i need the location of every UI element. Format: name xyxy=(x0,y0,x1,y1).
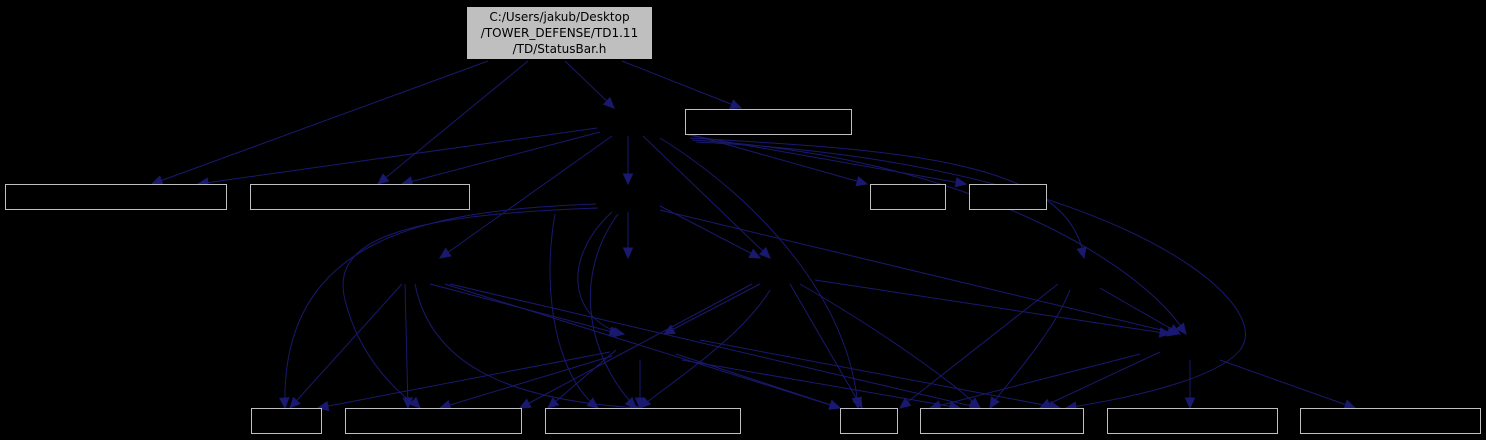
edge-arrowhead-4 xyxy=(729,99,743,110)
edge-arrowhead-24 xyxy=(402,397,414,410)
edge-arrowhead-17 xyxy=(408,396,421,409)
root-label-line-3: /TD/StatusBar.h xyxy=(513,42,607,56)
edge-arrowhead-36 xyxy=(1168,324,1182,335)
edge-arrowhead-45 xyxy=(1343,399,1357,410)
node-box-bottom-4[interactable] xyxy=(840,408,898,434)
edge-24 xyxy=(404,283,409,409)
edge-5 xyxy=(197,127,598,185)
edge-arrowhead-11 xyxy=(758,246,771,259)
edge-38 xyxy=(439,355,613,409)
edge-37 xyxy=(317,351,611,409)
edge-32 xyxy=(639,289,771,409)
node-box-row2-c[interactable] xyxy=(870,184,946,210)
edge-arrowhead-8 xyxy=(855,176,869,187)
edge-21 xyxy=(659,209,1179,335)
edge-arrowhead-30 xyxy=(852,396,863,410)
edge-13 xyxy=(691,139,1187,335)
edge-42 xyxy=(547,349,617,409)
root-label-line-1: C:/Users/jakub/Desktop xyxy=(489,10,629,24)
edge-1 xyxy=(151,60,489,185)
edge-22 xyxy=(659,205,761,259)
edge-41 xyxy=(681,359,961,409)
node-box-bottom-7[interactable] xyxy=(1300,408,1481,434)
edge-arrowhead-49 xyxy=(586,397,599,409)
edge-arrowhead-25 xyxy=(608,326,622,337)
edge-47 xyxy=(444,283,841,409)
root-label-line-2: /TOWER_DEFENSE/TD1.11 xyxy=(481,26,638,40)
edge-20 xyxy=(589,213,637,409)
edge-2 xyxy=(377,60,529,185)
edge-28 xyxy=(519,283,753,409)
edge-arrowhead-42 xyxy=(547,397,560,409)
edge-arrowhead-12 xyxy=(1076,246,1087,260)
edge-4 xyxy=(621,60,742,109)
edge-14 xyxy=(659,137,859,409)
edge-arrowhead-9 xyxy=(954,176,968,188)
edge-36 xyxy=(1099,287,1181,335)
edge-arrowhead-47 xyxy=(828,399,842,410)
edge-23 xyxy=(289,283,403,409)
edge-29 xyxy=(663,283,761,335)
edge-arrowhead-13 xyxy=(1175,322,1187,335)
edge-arrowhead-2 xyxy=(377,173,390,185)
node-box-top-right[interactable] xyxy=(685,109,852,135)
edge-3 xyxy=(564,60,615,109)
node-box-row2-d[interactable] xyxy=(969,184,1047,210)
edge-arrowhead-35 xyxy=(989,396,1001,410)
edge-arrowhead-23 xyxy=(289,396,301,409)
edge-arrowhead-16 xyxy=(278,397,290,410)
edge-35 xyxy=(989,289,1071,409)
node-box-bottom-2[interactable] xyxy=(345,408,522,434)
edge-33 xyxy=(799,283,981,409)
node-box-bottom-5[interactable] xyxy=(920,408,1084,434)
edge-arrowhead-43 xyxy=(1038,398,1052,409)
edge-15 xyxy=(695,141,1246,409)
edge-arrowhead-33 xyxy=(968,397,981,409)
edge-arrowhead-18 xyxy=(622,247,634,260)
edge-arrowhead-39 xyxy=(634,397,646,410)
node-box-row2-b[interactable] xyxy=(250,184,470,210)
root-node-box xyxy=(466,6,653,60)
edge-12 xyxy=(689,137,1085,259)
edge-49 xyxy=(549,213,599,409)
edge-arrowhead-29 xyxy=(662,324,676,335)
edge-19 xyxy=(577,211,625,335)
edge-arrowhead-44 xyxy=(1184,397,1196,410)
edge-arrowhead-1 xyxy=(150,175,164,186)
edge-43 xyxy=(1039,351,1161,409)
edge-arrowhead-22 xyxy=(748,248,762,259)
edge-arrowhead-10 xyxy=(439,247,452,259)
node-root-statusbar-h[interactable]: C:/Users/jakub/Desktop /TOWER_DEFENSE/TD… xyxy=(466,6,653,60)
edge-arrowhead-31 xyxy=(1158,327,1172,338)
edge-34 xyxy=(899,283,1059,409)
edge-26 xyxy=(449,283,981,409)
edge-arrowhead-3 xyxy=(602,96,615,109)
graph-edges xyxy=(150,60,1357,413)
edge-arrowhead-28 xyxy=(518,398,532,409)
edge-48 xyxy=(699,339,1061,409)
edge-10 xyxy=(439,135,613,259)
edge-6 xyxy=(401,131,601,185)
node-box-bottom-3[interactable] xyxy=(545,408,741,434)
node-box-bottom-1[interactable] xyxy=(251,408,322,434)
edge-arrowhead-7 xyxy=(622,173,634,186)
edge-30 xyxy=(789,283,863,409)
edge-11 xyxy=(642,135,771,259)
node-box-bottom-6[interactable] xyxy=(1107,408,1278,434)
edge-45 xyxy=(1219,359,1356,409)
edge-16 xyxy=(284,203,597,409)
edge-arrowhead-34 xyxy=(899,397,912,409)
edge-31 xyxy=(814,279,1171,335)
edge-17 xyxy=(342,207,599,409)
edge-46 xyxy=(929,353,1141,409)
node-box-row2-a[interactable] xyxy=(5,184,227,210)
